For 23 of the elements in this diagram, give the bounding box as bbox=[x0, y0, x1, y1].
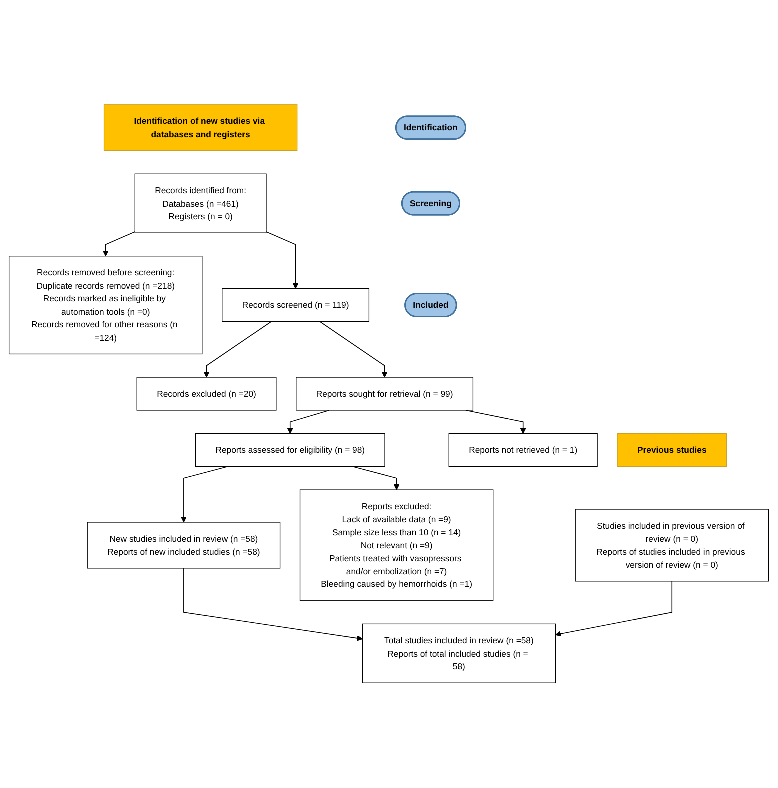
arrow bbox=[184, 568, 363, 642]
node-box: New studies included in review (n =58) Reports of new included studies (n =58) bbox=[87, 522, 281, 569]
arrow bbox=[555, 581, 673, 637]
arrow bbox=[102, 232, 136, 257]
node-box: Records screened (n = 119) bbox=[222, 288, 370, 322]
node-box: Records removed before screening: Duplicate records removed (n =218) Records marked as ineligible by automation tools (n =0) Records removed for other reasons (n =124) bbox=[9, 256, 203, 355]
node-box: Total studies included in review (n =58) Reports of total included studies (n = 58) bbox=[362, 624, 556, 684]
arrow bbox=[287, 410, 330, 434]
node-box: Reports assessed for eligibility (n = 98) bbox=[195, 433, 386, 468]
arrow bbox=[466, 410, 526, 434]
node-box: Studies included in previous version of review (n = 0) Reports of studies included in previous version of review (n = 0) bbox=[575, 509, 769, 582]
arrow bbox=[181, 466, 228, 523]
arrow bbox=[352, 466, 400, 490]
node-box: Previous studies bbox=[617, 433, 728, 468]
node-box: Reports not retrieved (n = 1) bbox=[448, 433, 598, 468]
node-box: Reports sought for retrieval (n = 99) bbox=[296, 377, 474, 411]
node-box: Reports excluded: Lack of available data (n =9) Sample size less than 10 (n = 14) Not relevant (n =9) Patients treated with vasopressors and/or embolization (n =7) Bleeding caused by hemorrhoids (n =1) bbox=[300, 490, 494, 602]
arrow bbox=[266, 232, 299, 290]
node-box: Records excluded (n =20) bbox=[136, 377, 277, 411]
node-box: Records identified from: Databases (n =461) Registers (n = 0) bbox=[134, 174, 267, 234]
arrow bbox=[204, 321, 272, 378]
node-box: Identification of new studies via databases and registers bbox=[104, 104, 298, 152]
arrow bbox=[320, 321, 388, 378]
